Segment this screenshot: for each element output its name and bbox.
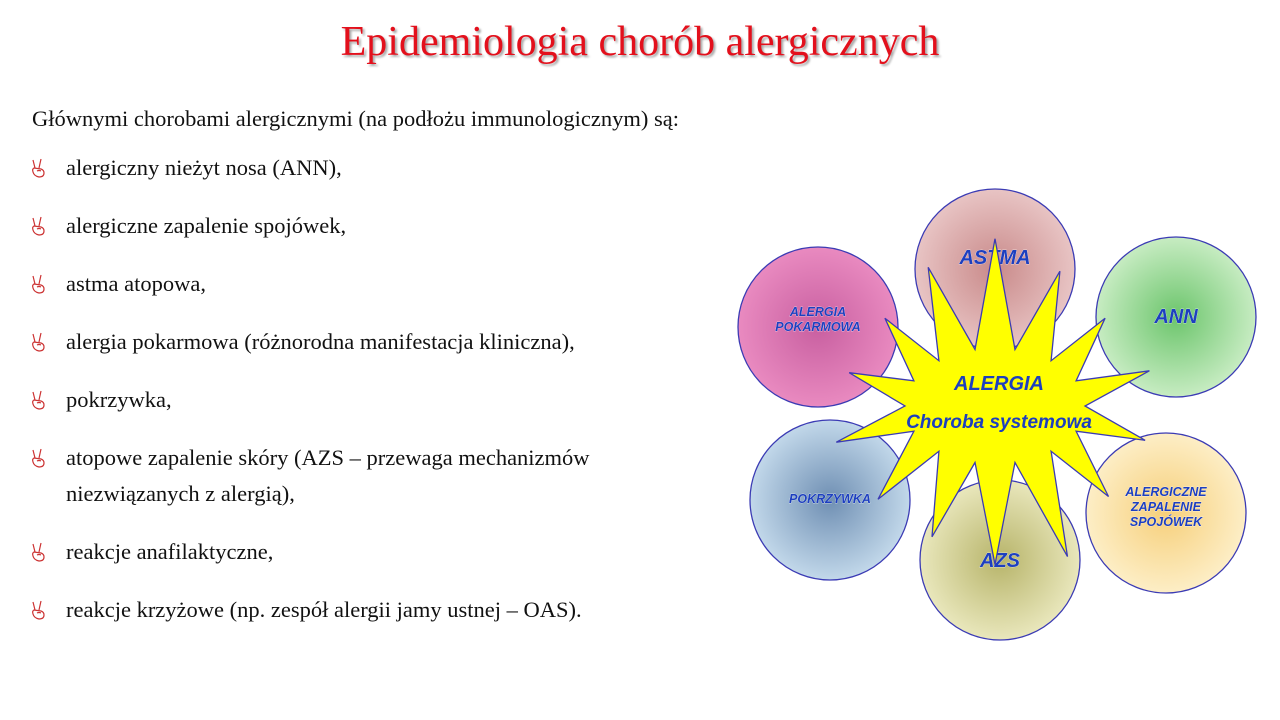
victory-hand-icon	[32, 216, 45, 236]
circle-label-ann: ANN	[1153, 306, 1198, 328]
list-item: pokrzywka,	[30, 382, 710, 418]
circle-label-alergiczne-zapalenie-spojowek: ZAPALENIE	[1130, 500, 1202, 514]
list-item: alergiczny nieżyt nosa (ANN),	[30, 150, 710, 186]
bullet-text: reakcje anafilaktyczne,	[66, 539, 274, 564]
center-label-subtitle: Choroba systemowa	[906, 412, 1092, 433]
circle-label-alergia-pokarmowa: POKARMOWA	[775, 320, 860, 334]
victory-hand-icon	[32, 332, 45, 352]
circle-ann	[1095, 236, 1257, 398]
center-star	[835, 238, 1150, 565]
list-item: atopowe zapalenie skóry (AZS – przewaga …	[30, 440, 710, 512]
bullet-text: astma atopowa,	[66, 271, 206, 296]
bullet-text: alergia pokarmowa (różnorodna manifestac…	[66, 329, 575, 354]
slide-title: Epidemiologia chorób alergicznych	[340, 19, 940, 65]
allergy-diagram: ASTMAANNALERGICZNEZAPALENIESPOJÓWEKAZSPO…	[737, 188, 1257, 641]
list-item: alergia pokarmowa (różnorodna manifestac…	[30, 324, 710, 360]
victory-hand-icon	[32, 542, 45, 562]
intro-text: Głównymi chorobami alergicznymi (na podł…	[32, 106, 679, 131]
circle-label-alergiczne-zapalenie-spojowek: SPOJÓWEK	[1130, 514, 1203, 529]
victory-hand-icon	[32, 158, 45, 178]
victory-hand-icon	[32, 274, 45, 294]
victory-hand-icon	[32, 448, 45, 468]
list-item: reakcje anafilaktyczne,	[30, 534, 710, 570]
list-item: astma atopowa,	[30, 266, 710, 302]
bullet-text: alergiczny nieżyt nosa (ANN),	[66, 155, 342, 180]
circle-label-alergia-pokarmowa: ALERGIA	[789, 305, 846, 319]
victory-hand-icon	[32, 390, 45, 410]
circle-alergia-pokarmowa	[737, 246, 899, 408]
center-label-title: ALERGIA	[953, 373, 1044, 395]
circle-pokrzywka	[749, 419, 911, 581]
bullet-text: reakcje krzyżowe (np. zespół alergii jam…	[66, 597, 582, 622]
victory-hand-icon	[32, 600, 45, 620]
bullet-text: atopowe zapalenie skóry (AZS – przewaga …	[66, 445, 590, 506]
circle-label-azs: AZS	[979, 550, 1021, 572]
list-item: alergiczne zapalenie spojówek,	[30, 208, 710, 244]
bullet-text: alergiczne zapalenie spojówek,	[66, 213, 347, 238]
bullet-list: alergiczny nieżyt nosa (ANN), alergiczne…	[30, 150, 710, 650]
bullet-text: pokrzywka,	[66, 387, 172, 412]
circle-alergiczne-zapalenie-spojowek	[1085, 432, 1247, 594]
circle-label-alergiczne-zapalenie-spojowek: ALERGICZNE	[1124, 485, 1207, 499]
circle-label-pokrzywka: POKRZYWKA	[789, 492, 871, 506]
list-item: reakcje krzyżowe (np. zespół alergii jam…	[30, 592, 710, 628]
